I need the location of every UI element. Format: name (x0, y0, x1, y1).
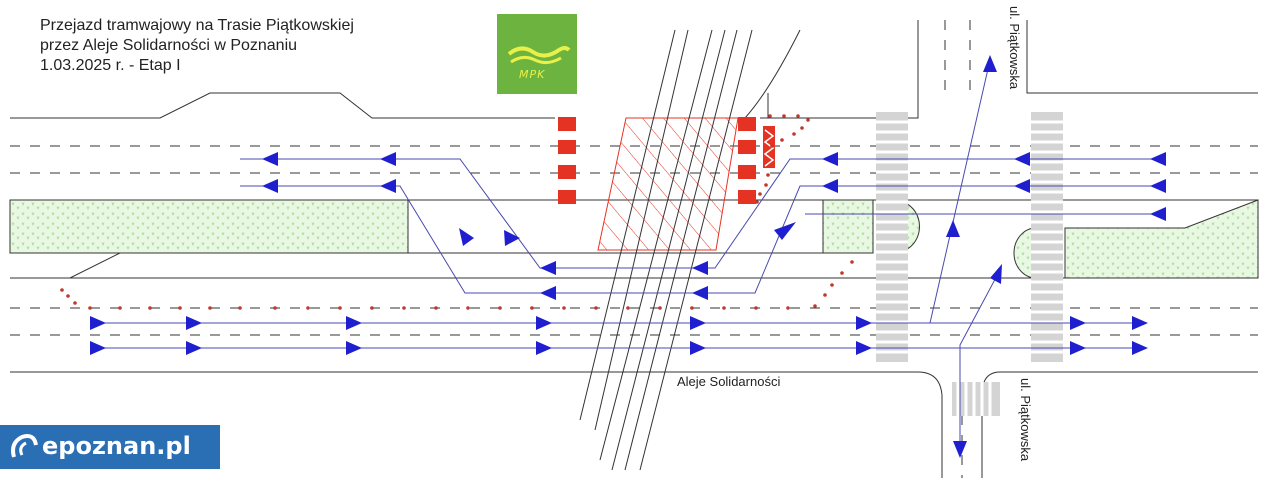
mpk-logo: MPK (497, 14, 577, 94)
arrow-southbound (953, 441, 967, 458)
median-east (1064, 199, 1259, 279)
arrow-southeast (504, 230, 520, 246)
title-line-3: 1.03.2025 r. - Etap I (40, 57, 181, 74)
cross-street-label-north: ul. Piątkowska (1007, 6, 1022, 90)
arrow-westbound (692, 261, 708, 275)
arrow-westbound (822, 152, 838, 166)
arrow-eastbound (1132, 316, 1148, 330)
arrow-eastbound (856, 341, 872, 355)
arrow-westbound (1150, 179, 1166, 193)
arrow-eastbound (90, 316, 106, 330)
title-line-2: przez Aleje Solidarności w Poznaniu (40, 37, 298, 54)
arrow-westbound (1014, 179, 1030, 193)
arrow-westbound (822, 179, 838, 193)
closure-dots (60, 114, 854, 310)
arrow-eastbound (186, 341, 202, 355)
arrow-northeast (774, 222, 796, 240)
median-west (9, 199, 409, 254)
epoznan-brand-text: epoznan.pl (42, 432, 191, 460)
arrow-eastbound (690, 341, 706, 355)
arrow-northbound (983, 55, 997, 72)
arrow-eastbound (856, 316, 872, 330)
epoznan-logo-icon (11, 434, 38, 458)
arrow-westbound (262, 179, 278, 193)
arrow-westbound (1014, 152, 1030, 166)
arrow-westbound (1150, 207, 1166, 221)
arrow-eastbound (346, 316, 362, 330)
arrow-westbound (380, 179, 396, 193)
median-center (822, 199, 874, 254)
tram-tracks (579, 29, 801, 471)
island-right (1013, 227, 1037, 279)
cross-street-label-south: ul. Piątkowska (1018, 378, 1033, 462)
title-line-1: Przejazd tramwajowy na Trasie Piątkowski… (40, 17, 354, 34)
closed-work-zone (597, 117, 739, 251)
arrow-eastbound (1132, 341, 1148, 355)
traffic-flow-lines (90, 59, 1165, 450)
main-street-label: Aleje Solidarności (677, 374, 781, 389)
mpk-logo-text: MPK (519, 68, 546, 81)
arrow-northeast (990, 264, 1002, 284)
island-left (904, 202, 920, 251)
lane-arrows (90, 55, 1166, 458)
arrow-northwest (459, 228, 474, 246)
arrow-northbound (946, 220, 960, 237)
arrow-eastbound (690, 316, 706, 330)
arrow-westbound (262, 152, 278, 166)
arrow-eastbound (346, 341, 362, 355)
barriers (558, 117, 775, 204)
arrow-westbound (1150, 152, 1166, 166)
arrow-eastbound (90, 341, 106, 355)
mpk-wave-icon (507, 46, 571, 65)
arrow-westbound (540, 261, 556, 275)
arrow-eastbound (536, 316, 552, 330)
arrow-westbound (692, 286, 708, 300)
crosswalks (876, 112, 1063, 416)
arrow-eastbound (1070, 316, 1086, 330)
epoznan-brand[interactable]: epoznan.pl (0, 425, 220, 469)
arrow-eastbound (536, 341, 552, 355)
arrow-eastbound (186, 316, 202, 330)
plan-title: Przejazd tramwajowy na Trasie Piątkowski… (40, 16, 354, 76)
arrow-eastbound (1070, 341, 1086, 355)
arrow-westbound (380, 152, 396, 166)
arrow-westbound (540, 286, 556, 300)
